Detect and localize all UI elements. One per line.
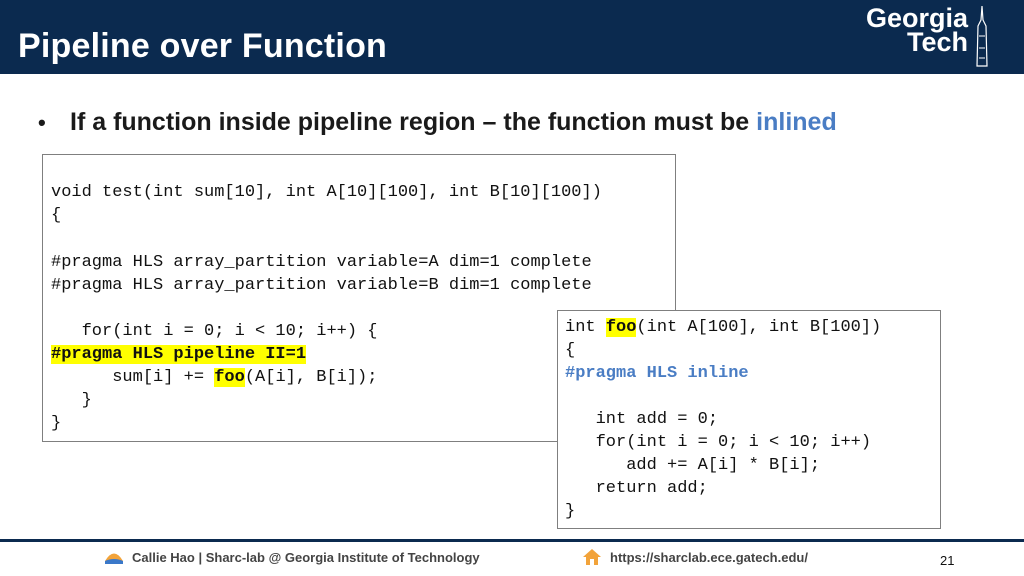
slide-title: Pipeline over Function bbox=[18, 27, 388, 65]
logo-line-1: Georgia bbox=[865, 3, 968, 33]
page-number: 21 bbox=[940, 553, 955, 568]
pipeline-pragma-highlight: #pragma HLS pipeline II=1 bbox=[51, 345, 307, 364]
code-fragment: (int A[100], int B[100]) bbox=[636, 318, 882, 337]
code-line: int foo(int A[100], int B[100]) bbox=[565, 316, 881, 339]
footer-author: Callie Hao | Sharc-lab @ Georgia Institu… bbox=[104, 548, 480, 566]
code-line: add += A[i] * B[i]; bbox=[565, 456, 821, 475]
code-line: #pragma HLS array_partition variable=A d… bbox=[51, 253, 592, 272]
logo-line-2: Tech bbox=[906, 27, 968, 57]
bullet-text-accent: inlined bbox=[756, 108, 837, 136]
footer-divider bbox=[0, 539, 1024, 542]
footer-website[interactable]: https://sharclab.ece.gatech.edu/ bbox=[582, 548, 808, 566]
foo-call-highlight: foo bbox=[214, 368, 245, 387]
code-fragment: sum[i] += bbox=[51, 368, 215, 387]
bullet-point: • If a function inside pipeline region –… bbox=[38, 108, 837, 137]
code-fragment: int bbox=[565, 318, 606, 337]
code-line: { bbox=[51, 206, 62, 225]
logo-wordmark: Georgia Tech bbox=[844, 3, 968, 57]
foo-function-code-box: int foo(int A[100], int B[100]) { #pragm… bbox=[557, 310, 941, 529]
code-line: } bbox=[51, 391, 92, 410]
code-line: int add = 0; bbox=[565, 410, 719, 429]
code-line: void test(int sum[10], int A[10][100], i… bbox=[51, 183, 602, 202]
code-line: { bbox=[565, 341, 576, 360]
sharc-lab-logo-icon bbox=[105, 553, 123, 564]
home-icon bbox=[583, 549, 601, 565]
code-line: } bbox=[565, 502, 576, 521]
code-line: #pragma HLS array_partition variable=B d… bbox=[51, 276, 592, 295]
code-line: sum[i] += foo(A[i], B[i]); bbox=[51, 366, 377, 389]
code-line: return add; bbox=[565, 479, 708, 498]
code-line-pipeline-pragma: #pragma HLS pipeline II=1 bbox=[51, 343, 307, 366]
inline-pragma: #pragma HLS inline bbox=[565, 364, 749, 383]
code-line: for(int i = 0; i < 10; i++) { bbox=[51, 322, 378, 341]
bullet-text: If a function inside pipeline region – t… bbox=[70, 108, 837, 137]
footer-author-text: Callie Hao | Sharc-lab @ Georgia Institu… bbox=[132, 549, 480, 565]
code-line: for(int i = 0; i < 10; i++) bbox=[565, 433, 872, 452]
tech-tower-icon bbox=[976, 6, 988, 67]
bullet-text-main: If a function inside pipeline region – t… bbox=[70, 108, 757, 136]
foo-name-highlight: foo bbox=[605, 318, 637, 337]
bullet-marker: • bbox=[38, 109, 46, 135]
header-bar: Pipeline over Function Georgia Tech bbox=[0, 0, 1024, 74]
code-fragment: (A[i], B[i]); bbox=[244, 368, 378, 387]
code-line: } bbox=[51, 414, 62, 433]
georgia-tech-logo: Georgia Tech bbox=[844, 3, 992, 68]
footer-url-link[interactable]: https://sharclab.ece.gatech.edu/ bbox=[610, 549, 808, 565]
